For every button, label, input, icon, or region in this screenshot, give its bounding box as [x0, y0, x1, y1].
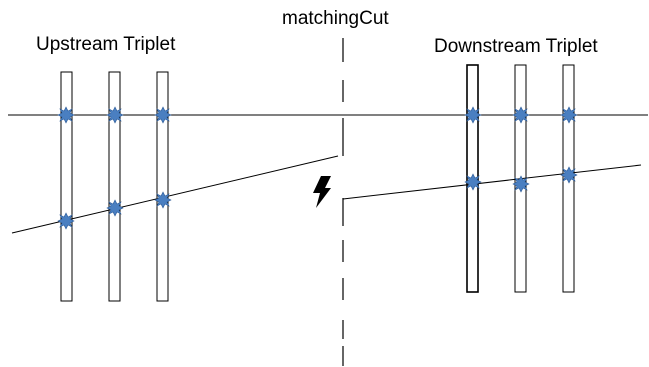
downstream-slanted-track [342, 164, 642, 200]
upstream-triplet-label: Upstream Triplet [36, 34, 176, 55]
hit-splash-icon [560, 106, 578, 124]
hit-splash-icon [57, 106, 75, 124]
hit-splash-icon [512, 106, 530, 124]
downstream-triplet-label: Downstream Triplet [434, 36, 598, 57]
hit-splash-icon [106, 199, 124, 217]
hit-splash-icon [464, 173, 482, 191]
lightning-bolt-icon [313, 176, 331, 208]
hit-splash-icon [57, 212, 75, 230]
hit-splash-icon [154, 106, 172, 124]
hit-splash-icon [560, 166, 578, 184]
hit-splash-icon [464, 106, 482, 124]
matching-cut-label: matchingCut [282, 8, 389, 29]
hit-splash-icon [512, 175, 530, 193]
upstream-plane-2 [108, 71, 121, 302]
upstream-plane-3 [156, 71, 169, 302]
hit-splash-icon [106, 106, 124, 124]
upstream-plane-1 [60, 71, 73, 302]
hit-splash-icon [154, 191, 172, 209]
